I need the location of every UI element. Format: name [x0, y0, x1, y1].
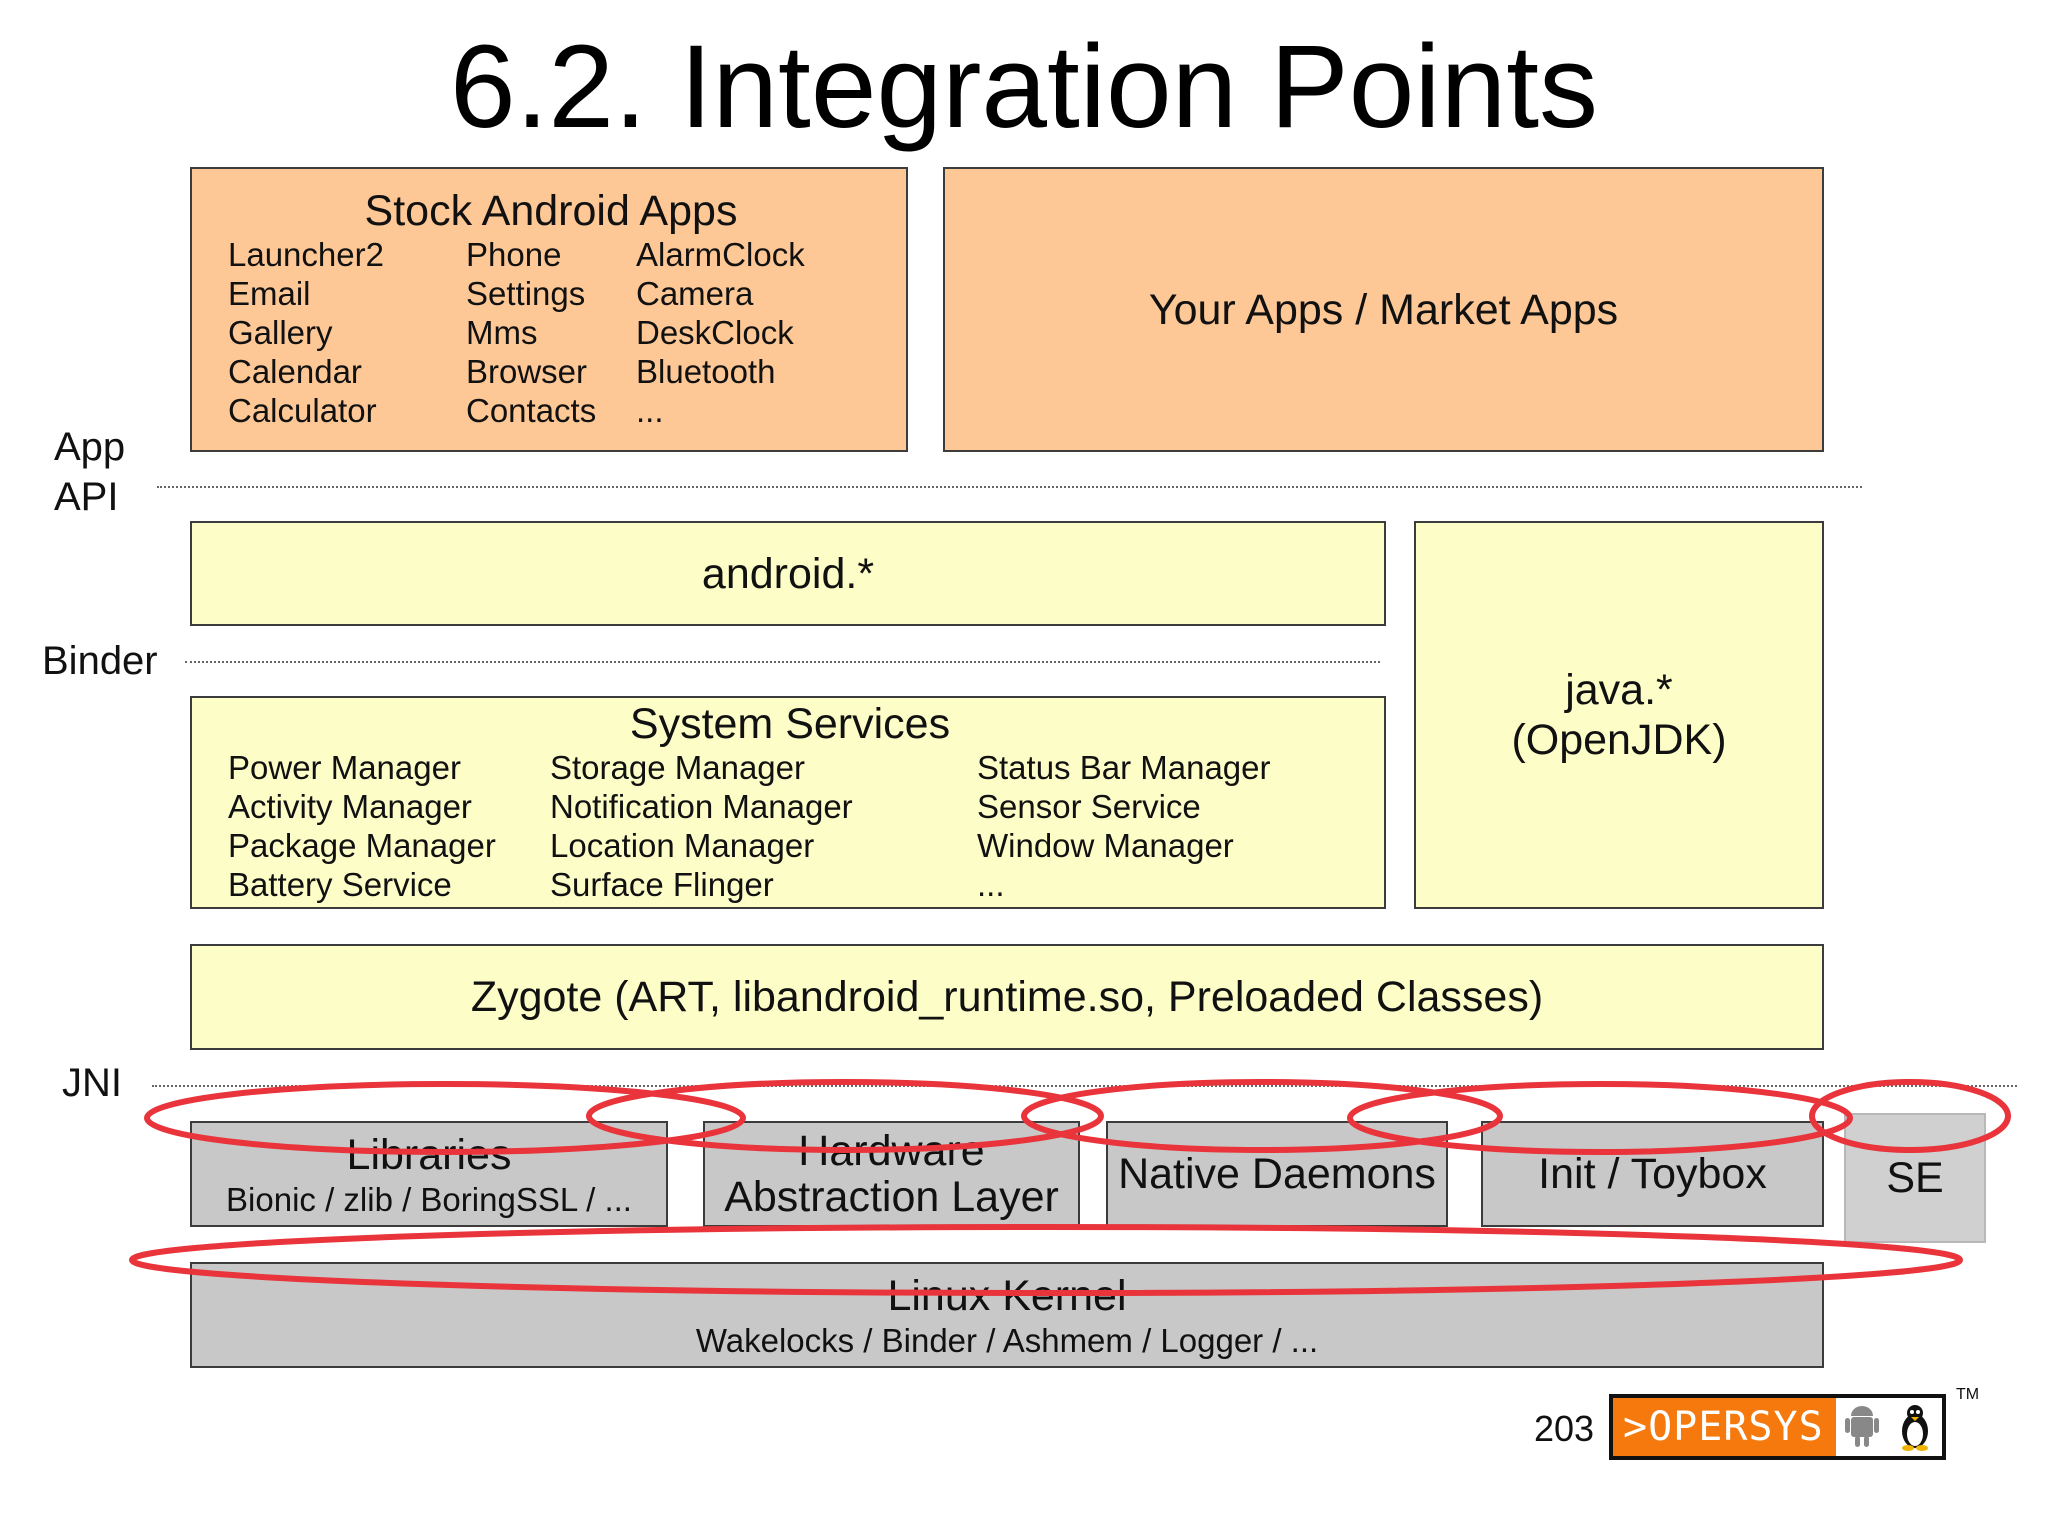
system-services-heading: System Services	[629, 700, 951, 748]
list-item: Contacts	[466, 392, 597, 429]
page-number: 203	[1534, 1408, 1595, 1449]
list-item: Mms	[466, 314, 538, 351]
label-app: App	[54, 425, 126, 469]
hal-title-line2: Abstraction Layer	[724, 1173, 1059, 1221]
list-item: ...	[636, 392, 664, 429]
list-item: Gallery	[228, 314, 333, 351]
list-item: Bluetooth	[636, 353, 776, 390]
linux-kernel-subtitle: Wakelocks / Binder / Ashmem / Logger / .…	[695, 1321, 1319, 1359]
system-services-box: System Services Power Manager Activity M…	[190, 696, 1386, 909]
list-item: Sensor Service	[977, 788, 1201, 825]
list-item: Storage Manager	[550, 749, 805, 786]
list-item: Camera	[636, 275, 754, 312]
stock-apps-heading: Stock Android Apps	[364, 187, 738, 235]
your-apps-box: Your Apps / Market Apps	[943, 167, 1824, 452]
trademark-mark: TM	[1956, 1386, 1980, 1403]
list-item: Package Manager	[228, 827, 496, 864]
android-robot-icon	[1845, 1406, 1880, 1447]
libraries-subtitle: Bionic / zlib / BoringSSL / ...	[226, 1180, 632, 1218]
zygote-label: Zygote (ART, libandroid_runtime.so, Prel…	[470, 973, 1544, 1021]
se-box: SE	[1844, 1113, 1986, 1243]
app-api-divider	[157, 486, 1862, 488]
init-toybox-box: Init / Toybox	[1481, 1121, 1824, 1227]
linux-kernel-box: Linux Kernel Wakelocks / Binder / Ashmem…	[190, 1262, 1824, 1368]
label-jni: JNI	[62, 1061, 122, 1105]
ellipse-kernel	[129, 1224, 1963, 1296]
list-item: Settings	[466, 275, 586, 312]
list-item: Calculator	[228, 392, 377, 429]
slide-title: 6.2. Integration Points	[450, 21, 1598, 153]
list-item: Activity Manager	[228, 788, 472, 825]
list-item: Launcher2	[228, 236, 384, 273]
binder-divider	[185, 661, 1380, 663]
your-apps-label: Your Apps / Market Apps	[1148, 285, 1619, 334]
label-binder: Binder	[42, 639, 158, 683]
list-item: Notification Manager	[550, 788, 853, 825]
jni-divider	[152, 1085, 2017, 1087]
openjdk-label: (OpenJDK)	[1511, 716, 1727, 764]
android-pkg-box: android.*	[190, 521, 1386, 626]
libraries-box: Libraries Bionic / zlib / BoringSSL / ..…	[190, 1121, 668, 1227]
system-services-col2: Storage Manager Notification Manager Loc…	[550, 748, 853, 904]
list-item: Calendar	[228, 353, 362, 390]
linux-penguin-icon	[1902, 1405, 1929, 1451]
system-services-col1: Power Manager Activity Manager Package M…	[228, 748, 496, 904]
zygote-box: Zygote (ART, libandroid_runtime.so, Prel…	[190, 944, 1824, 1050]
native-daemons-label: Native Daemons	[1118, 1150, 1436, 1198]
list-item: DeskClock	[636, 314, 794, 351]
init-toybox-label: Init / Toybox	[1538, 1150, 1767, 1198]
list-item: Battery Service	[228, 866, 452, 903]
system-services-col3: Status Bar Manager Sensor Service Window…	[977, 748, 1271, 904]
java-pkg-label: java.*	[1565, 666, 1673, 714]
opersys-logo: >OPERSYS	[1609, 1394, 1946, 1460]
ellipse-native-daemons	[1021, 1079, 1503, 1153]
label-api: API	[54, 475, 119, 519]
list-item: Power Manager	[228, 749, 461, 786]
list-item: ...	[977, 866, 1005, 903]
ellipse-init	[1347, 1081, 1853, 1155]
list-item: Browser	[466, 353, 588, 390]
opersys-logo-text: >OPERSYS	[1613, 1398, 1836, 1456]
ellipse-se	[1809, 1079, 2011, 1153]
list-item: Phone	[466, 236, 562, 273]
ellipse-hal	[586, 1079, 1104, 1153]
ellipse-libraries	[144, 1081, 746, 1155]
list-item: Location Manager	[550, 827, 815, 864]
list-item: Window Manager	[977, 827, 1234, 864]
list-item: Surface Flinger	[550, 866, 774, 903]
android-pkg-label: android.*	[701, 549, 875, 598]
list-item: Status Bar Manager	[977, 749, 1271, 786]
se-label: SE	[1886, 1154, 1944, 1202]
stock-apps-col1: Launcher2 Email Gallery Calendar Calcula…	[228, 235, 384, 430]
stock-apps-col2: Phone Settings Mms Browser Contacts	[466, 235, 596, 430]
java-pkg-box: java.* (OpenJDK)	[1414, 521, 1824, 909]
list-item: Email	[228, 275, 311, 312]
stock-apps-box: Stock Android Apps Launcher2 Email Galle…	[190, 167, 908, 452]
stock-apps-col3: AlarmClock Camera DeskClock Bluetooth ..…	[636, 235, 805, 430]
list-item: AlarmClock	[636, 236, 805, 273]
